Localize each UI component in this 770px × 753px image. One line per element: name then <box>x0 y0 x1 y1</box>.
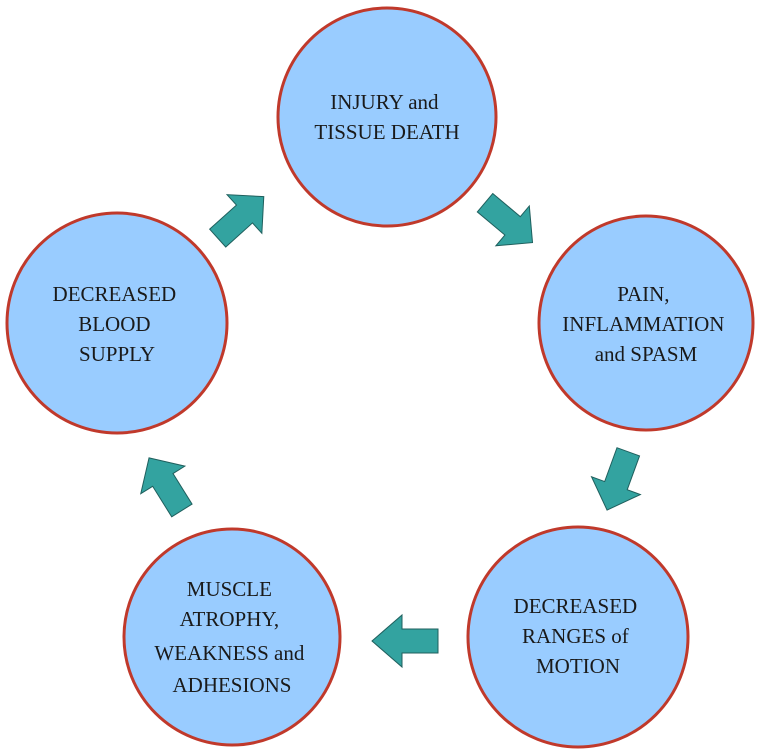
node-circle-range-of-motion <box>466 525 690 749</box>
node-label-line: INFLAMMATION <box>562 312 724 336</box>
node-label-line: ADHESIONS <box>172 673 291 697</box>
node-label-line: and SPASM <box>595 342 698 366</box>
node-circle-muscle-atrophy <box>122 527 342 747</box>
node-label-line: DECREASED <box>53 282 177 306</box>
node-circle-injury <box>276 6 498 228</box>
node-label-line: INJURY and <box>330 90 439 114</box>
node-label-injury: INJURY and TISSUE DEATH <box>314 90 459 144</box>
node-circle-pain <box>537 214 755 432</box>
arrow-blood-supply-to-injury <box>208 194 265 248</box>
node-label-line: PAIN, <box>617 282 669 306</box>
arrow-range-of-motion-to-muscle-atrophy <box>371 613 439 669</box>
node-label-pain: PAIN, INFLAMMATION and SPASM <box>562 282 729 366</box>
node-label-muscle-atrophy: MUSCLE ATROPHY, WEAKNESS and ADHESIONS <box>154 577 309 697</box>
node-circle-blood-supply <box>5 211 229 435</box>
arrow-muscle-atrophy-to-blood-supply <box>140 457 193 518</box>
node-label-line: TISSUE DEATH <box>314 120 459 144</box>
node-label-line: MUSCLE <box>187 577 272 601</box>
node-label-line: DECREASED <box>514 594 638 618</box>
node-label-line: WEAKNESS and <box>154 641 304 665</box>
node-label-blood-supply: DECREASED BLOOD SUPPLY <box>53 282 182 366</box>
node-label-range-of-motion: DECREASED RANGES of MOTION <box>514 594 643 678</box>
node-label-line: RANGES of <box>522 624 629 648</box>
node-label-line: BLOOD <box>78 312 150 336</box>
node-label-line: ATROPHY, <box>180 607 279 631</box>
arrow-pain-to-range-of-motion <box>590 447 642 511</box>
node-label-line: MOTION <box>536 654 620 678</box>
node-label-line: SUPPLY <box>79 342 155 366</box>
arrow-injury-to-pain <box>476 192 534 247</box>
